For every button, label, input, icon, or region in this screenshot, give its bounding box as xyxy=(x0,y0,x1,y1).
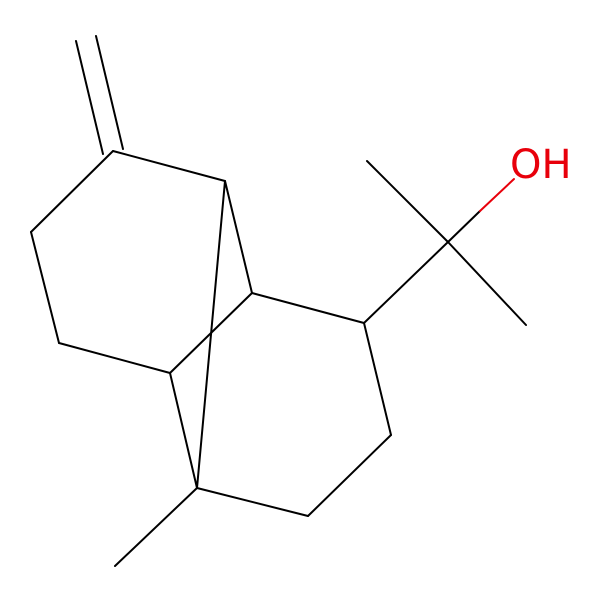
bond-c10-c7 xyxy=(196,487,309,517)
bond-methylene-a xyxy=(95,35,124,150)
bond-c8-c11 xyxy=(363,241,449,324)
bond-c1-c2 xyxy=(30,150,114,233)
hydroxyl-label: OH xyxy=(510,142,572,188)
bond-c2-c3 xyxy=(30,231,60,344)
bond-c1-c5 xyxy=(112,150,226,182)
bond-c3-c4 xyxy=(58,342,171,374)
bond-c11-methyl-b xyxy=(447,241,527,326)
bond-c7-methyl xyxy=(114,487,198,567)
bond-c5-c6 xyxy=(224,180,253,294)
bond-c6-c4 xyxy=(169,292,253,374)
bond-c6-c8 xyxy=(251,292,365,324)
bond-c9-c10 xyxy=(307,434,392,517)
bond-methylene-b xyxy=(75,40,104,155)
bond-c11-o-red xyxy=(479,178,515,212)
bond-c8-c9 xyxy=(363,322,392,436)
bond-c11-o-black xyxy=(447,210,481,243)
bond-c11-methyl-a xyxy=(366,160,449,243)
bond-c4-c7 xyxy=(169,372,198,489)
bond-c5-c7 xyxy=(196,180,226,489)
